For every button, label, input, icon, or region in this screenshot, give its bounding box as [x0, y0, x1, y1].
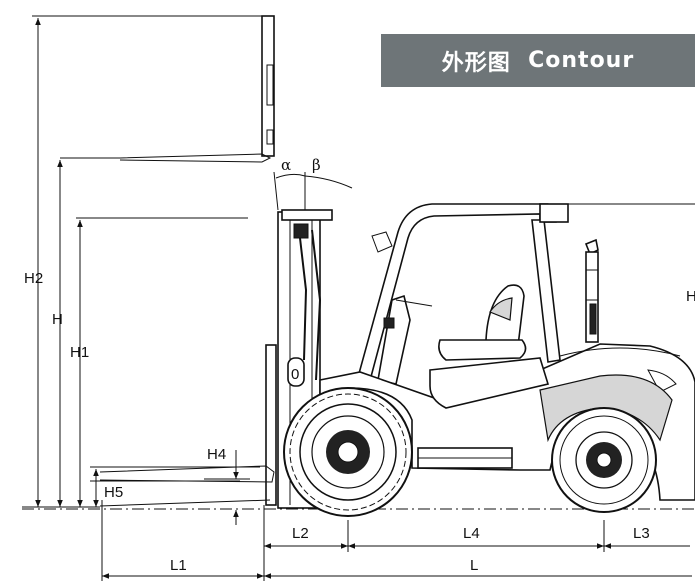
label-l1: L1 — [170, 557, 187, 574]
title-banner: 外形图 Contour — [381, 34, 695, 87]
label-alpha: α — [281, 156, 291, 174]
label-h4: H4 — [207, 446, 226, 463]
label-l3: L3 — [633, 525, 650, 542]
mast-marker: 0 — [291, 366, 299, 383]
operator-seat — [438, 284, 527, 361]
label-h2: H2 — [24, 270, 43, 287]
front-wheel — [283, 387, 413, 517]
exhaust-pipe — [584, 238, 599, 343]
label-h1: H1 — [70, 344, 89, 361]
horizontal-dimensions — [101, 500, 692, 581]
tilt-angle — [273, 171, 353, 211]
overhead-guard — [353, 203, 695, 389]
title-en: Contour — [528, 48, 635, 73]
label-beta: β — [312, 156, 321, 174]
vertical-dimensions — [22, 18, 250, 525]
label-h: H — [52, 311, 63, 328]
label-h-cut: H — [686, 288, 695, 305]
raised-carriage — [32, 15, 275, 163]
label-l4: L4 — [463, 525, 480, 542]
title-zh: 外形图 — [441, 50, 511, 76]
label-l2: L2 — [292, 525, 309, 542]
label-h5: H5 — [104, 484, 123, 501]
rear-wheel — [551, 407, 657, 513]
label-l: L — [470, 557, 478, 574]
